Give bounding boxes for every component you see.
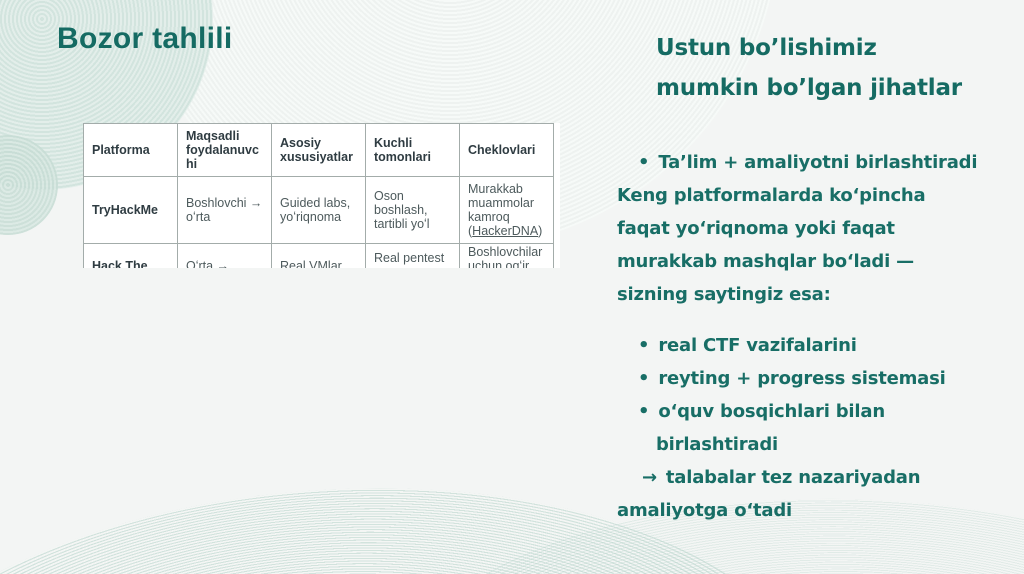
table-cell-strengths: Oson boshlash, tartibli yoʻl: [365, 176, 460, 244]
line-text: oʻquv bosqichlari bilan: [658, 401, 885, 422]
col-header-platforma: Platforma: [83, 123, 178, 177]
col-header-maqsadli-foydalanuvchi: Maqsadli foydalanuvchi: [177, 123, 272, 177]
limitations-text: Murakkab muammolar kamroq: [468, 182, 534, 224]
right-panel-body: • Ta’lim + amaliyotni birlashtiradi Keng …: [617, 146, 1009, 527]
table-header-row: Platforma Maqsadli foydalanuvchi Asosiy …: [83, 123, 554, 177]
line-text: amaliyotga oʻtadi: [617, 500, 793, 521]
bullet-marker: •: [638, 368, 650, 389]
left-edge-small-circle: [0, 135, 58, 235]
line-text: real CTF vazifalarini: [658, 335, 857, 356]
right-title-line1: Ustun bo’lishimiz: [656, 35, 877, 61]
line-text: Ta’lim + amaliyotni birlashtiradi: [658, 152, 978, 173]
line-text: birlashtiradi: [656, 434, 779, 455]
bullet-line: • Ta’lim + amaliyotni birlashtiradi: [617, 146, 1009, 179]
limitations-paren-open: (: [468, 224, 473, 238]
bullet-marker: •: [638, 335, 650, 356]
line-text: sizning saytingiz esa:: [617, 284, 831, 305]
line-text: murakkab mashqlar boʻladi —: [617, 251, 914, 272]
table-row-hackthebox: Hack The Box Oʻrta → yuqori Real VMlar R…: [83, 243, 554, 268]
right-panel-title: Ustun bo’lishimiz mumkin bo’lgan jihatla…: [656, 28, 962, 108]
text-line: faqat yoʻriqnoma yoki faqat: [617, 212, 1009, 245]
platform-comparison-table: Platforma Maqsadli foydalanuvchi Asosiy …: [83, 123, 554, 268]
line-text: faqat yoʻriqnoma yoki faqat: [617, 218, 895, 239]
bullet-line: • reyting + progress sistemasi: [617, 362, 1009, 395]
limitations-paren-close: ): [538, 224, 543, 238]
col-header-asosiy-xususiyatlar: Asosiy xususiyatlar: [271, 123, 366, 177]
bullet-line: • oʻquv bosqichlari bilan: [617, 395, 1009, 428]
bullet-line: • real CTF vazifalarini: [617, 329, 1009, 362]
slide-title: Bozor tahlili: [57, 22, 233, 55]
table-cell-strengths: Real pentest: [365, 243, 460, 268]
table-cell-limitations: Boshlovchilar uchun ogʻir: [459, 243, 554, 268]
col-header-kuchli-tomonlari: Kuchli tomonlari: [365, 123, 460, 177]
text-line: amaliyotga oʻtadi: [617, 494, 1009, 527]
line-text: Keng platformalarda koʻpincha: [617, 185, 926, 206]
table-cell-audience: Oʻrta → yuqori: [177, 243, 272, 268]
text-line: sizning saytingiz esa:: [617, 278, 1009, 311]
table-cell-limitations: Murakkab muammolar kamroq (HackerDNA): [459, 176, 554, 244]
line-text: talabalar tez nazariyadan: [665, 467, 921, 488]
col-header-cheklovlari: Cheklovlari: [459, 123, 554, 177]
table-cell-audience: Boshlovchi → oʻrta: [177, 176, 272, 244]
bullet-marker: •: [638, 401, 650, 422]
arrow-marker: →: [642, 467, 657, 488]
line-text: reyting + progress sistemasi: [658, 368, 946, 389]
hackerdna-link: HackerDNA: [472, 224, 539, 238]
text-line: murakkab mashqlar boʻladi —: [617, 245, 1009, 278]
arrow-line: → talabalar tez nazariyadan: [617, 461, 1009, 494]
platform-name-cell: Hack The Box: [83, 243, 178, 268]
text-line: Keng platformalarda koʻpincha: [617, 179, 1009, 212]
text-line: birlashtiradi: [617, 428, 1009, 461]
table-row-tryhackme: TryHackMe Boshlovchi → oʻrta Guided labs…: [83, 176, 554, 244]
table-cell-features: Guided labs, yoʻriqnoma: [271, 176, 366, 244]
table-cell-features: Real VMlar: [271, 243, 366, 268]
platform-name-cell: TryHackMe: [83, 176, 178, 244]
bullet-marker: •: [638, 152, 650, 173]
right-title-line2: mumkin bo’lgan jihatlar: [656, 75, 962, 101]
comparison-table-card: Platforma Maqsadli foydalanuvchi Asosiy …: [83, 123, 560, 268]
